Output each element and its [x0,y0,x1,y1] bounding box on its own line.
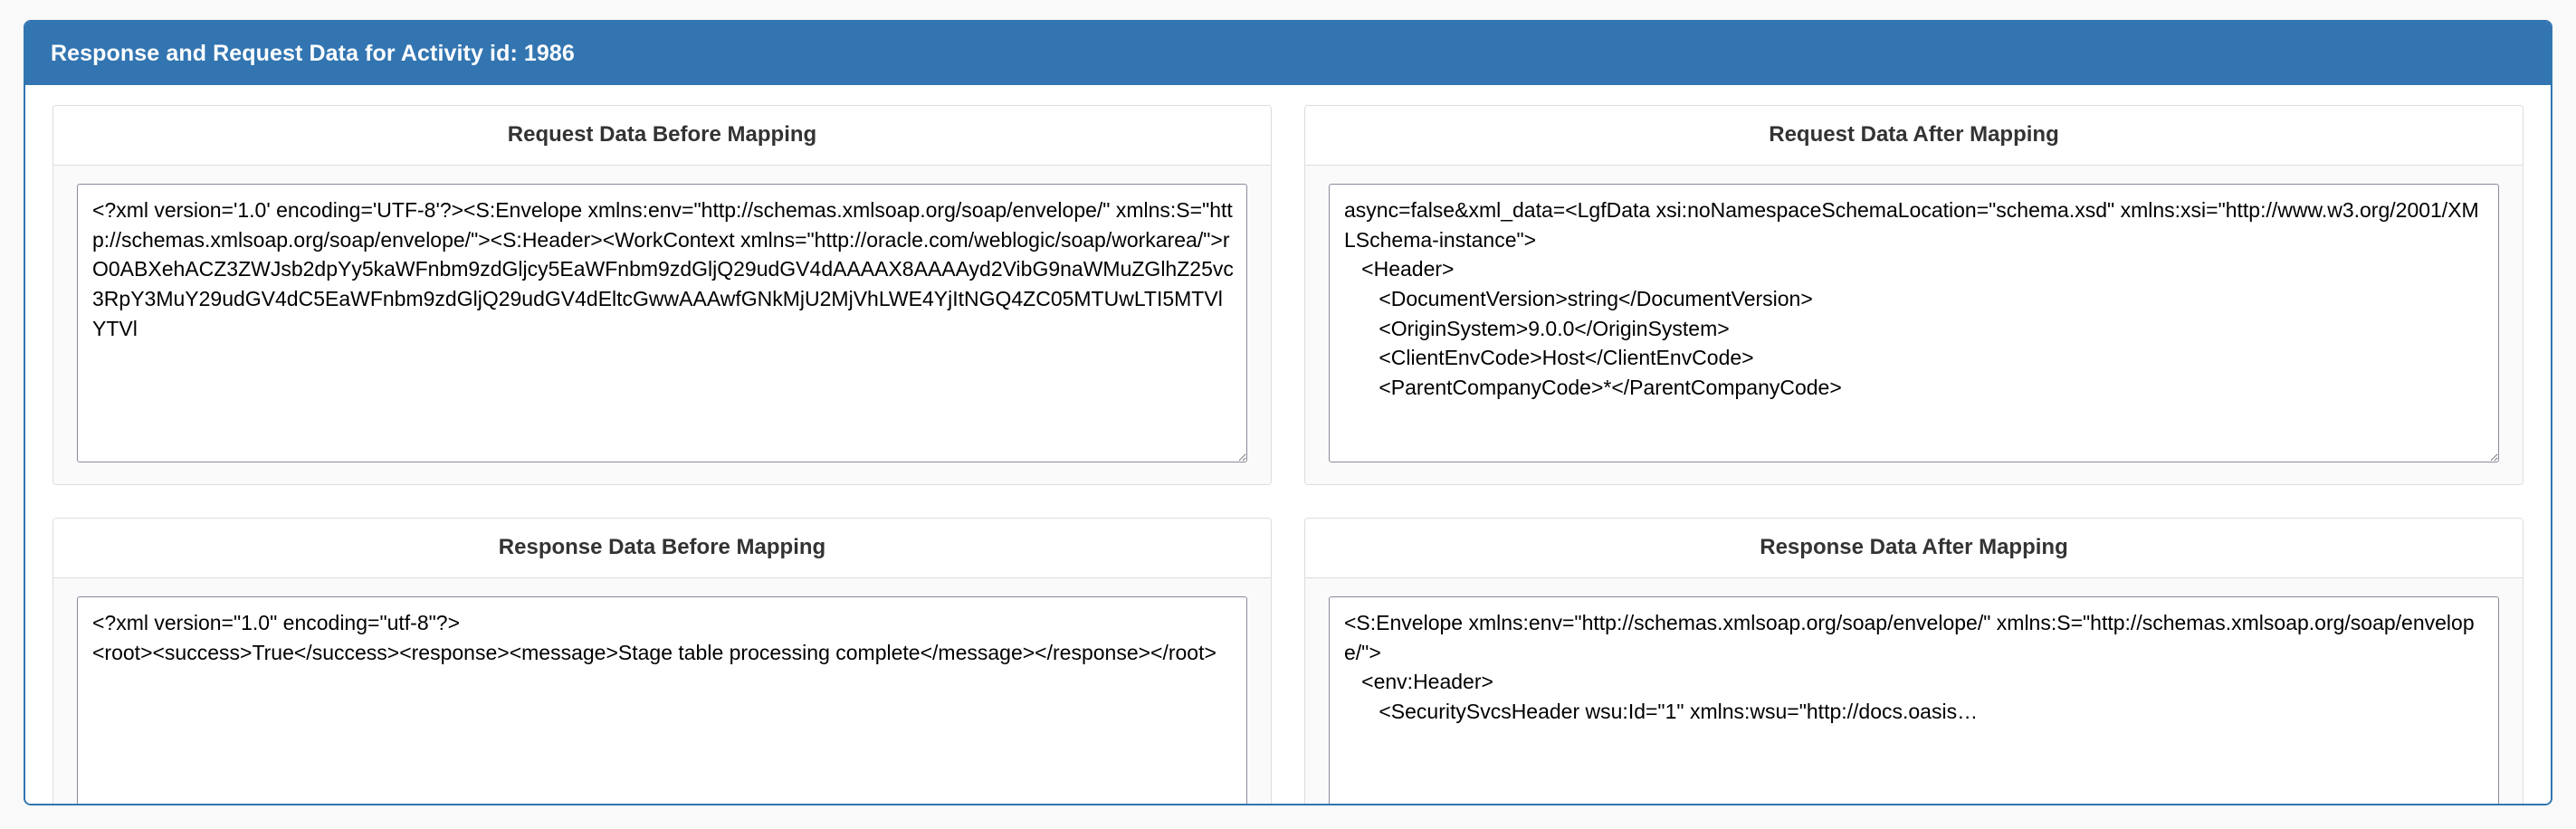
request-after-card: Request Data After Mapping [1304,105,2524,485]
request-before-column: Request Data Before Mapping [52,105,1272,485]
request-after-column: Request Data After Mapping [1304,105,2524,485]
request-after-card-body [1305,166,2523,484]
request-after-title: Request Data After Mapping [1769,122,2059,148]
response-data-after-mapping-textarea[interactable] [1329,596,2499,804]
response-before-card-header: Response Data Before Mapping [53,519,1271,578]
activity-data-panel: Response and Request Data for Activity i… [24,20,2552,805]
panel-body: Request Data Before Mapping Request Data… [25,85,2551,804]
page-title: Response and Request Data for Activity i… [51,40,575,66]
response-data-row: Response Data Before Mapping Response Da… [52,518,2524,804]
request-data-after-mapping-textarea[interactable] [1329,184,2499,462]
response-after-card: Response Data After Mapping [1304,518,2524,804]
request-before-card-header: Request Data Before Mapping [53,106,1271,166]
response-before-card: Response Data Before Mapping [52,518,1272,804]
response-after-card-body [1305,578,2523,804]
response-data-before-mapping-textarea[interactable] [77,596,1247,804]
request-data-row: Request Data Before Mapping Request Data… [52,105,2524,485]
request-after-card-header: Request Data After Mapping [1305,106,2523,166]
panel-header: Response and Request Data for Activity i… [25,22,2551,85]
response-after-title: Response Data After Mapping [1760,535,2068,560]
response-before-column: Response Data Before Mapping [52,518,1272,804]
response-after-card-header: Response Data After Mapping [1305,519,2523,578]
request-before-card-body [53,166,1271,484]
response-after-column: Response Data After Mapping [1304,518,2524,804]
response-before-title: Response Data Before Mapping [498,535,826,560]
response-before-card-body [53,578,1271,804]
request-before-card: Request Data Before Mapping [52,105,1272,485]
request-data-before-mapping-textarea[interactable] [77,184,1247,462]
request-before-title: Request Data Before Mapping [507,122,817,148]
